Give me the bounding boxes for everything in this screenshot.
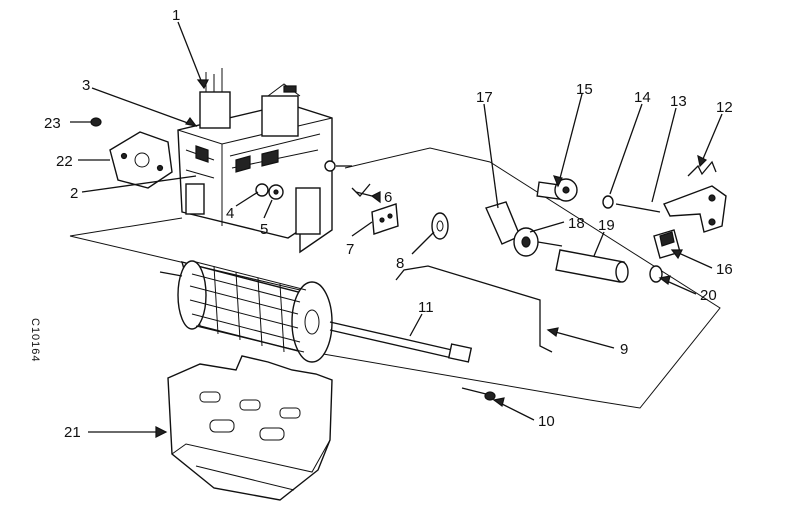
sleeve bbox=[555, 249, 629, 283]
callout-15: 15 bbox=[576, 81, 593, 98]
callout-12: 12 bbox=[716, 99, 733, 116]
washer-pair bbox=[255, 183, 284, 200]
small-washer bbox=[602, 195, 661, 213]
mounting-plate bbox=[109, 131, 173, 189]
rotor-drum bbox=[159, 260, 473, 363]
drawing-code: C10164 bbox=[29, 318, 41, 363]
wire-rod bbox=[395, 265, 553, 353]
callout-13: 13 bbox=[670, 93, 687, 110]
callout-16: 16 bbox=[716, 261, 733, 278]
callout-23: 23 bbox=[44, 115, 61, 132]
callout-17: 17 bbox=[476, 89, 493, 106]
thrust-washer bbox=[431, 212, 449, 240]
callout-7: 7 bbox=[346, 241, 354, 258]
callout-4: 4 bbox=[226, 205, 234, 222]
callout-labels: 1 2 3 4 5 6 7 8 9 10 11 12 13 14 15 16 1… bbox=[44, 7, 733, 441]
lever-arm bbox=[663, 160, 727, 233]
callout-10: 10 bbox=[538, 413, 555, 430]
switch-housing bbox=[177, 68, 352, 254]
retaining-ring bbox=[649, 265, 663, 283]
callout-6: 6 bbox=[384, 189, 392, 206]
screw-long bbox=[461, 387, 496, 401]
callout-14: 14 bbox=[634, 89, 651, 106]
leader-lines bbox=[78, 21, 723, 433]
callout-9: 9 bbox=[620, 341, 628, 358]
callout-5: 5 bbox=[260, 221, 268, 238]
screw bbox=[70, 117, 102, 127]
callout-20: 20 bbox=[700, 287, 717, 304]
callout-11: 11 bbox=[418, 299, 434, 316]
callout-3: 3 bbox=[82, 77, 90, 94]
callout-21: 21 bbox=[64, 424, 81, 441]
gear-shaft bbox=[536, 178, 578, 202]
callout-19: 19 bbox=[598, 217, 615, 234]
callout-22: 22 bbox=[56, 153, 73, 170]
callout-8: 8 bbox=[396, 255, 404, 272]
callout-18: 18 bbox=[568, 215, 585, 232]
leader-arrowheads bbox=[155, 79, 708, 438]
callout-1: 1 bbox=[172, 7, 180, 24]
clip-and-bracket bbox=[351, 183, 399, 235]
callout-2: 2 bbox=[70, 185, 78, 202]
base-shield bbox=[167, 355, 333, 501]
lever-plate bbox=[485, 201, 563, 257]
